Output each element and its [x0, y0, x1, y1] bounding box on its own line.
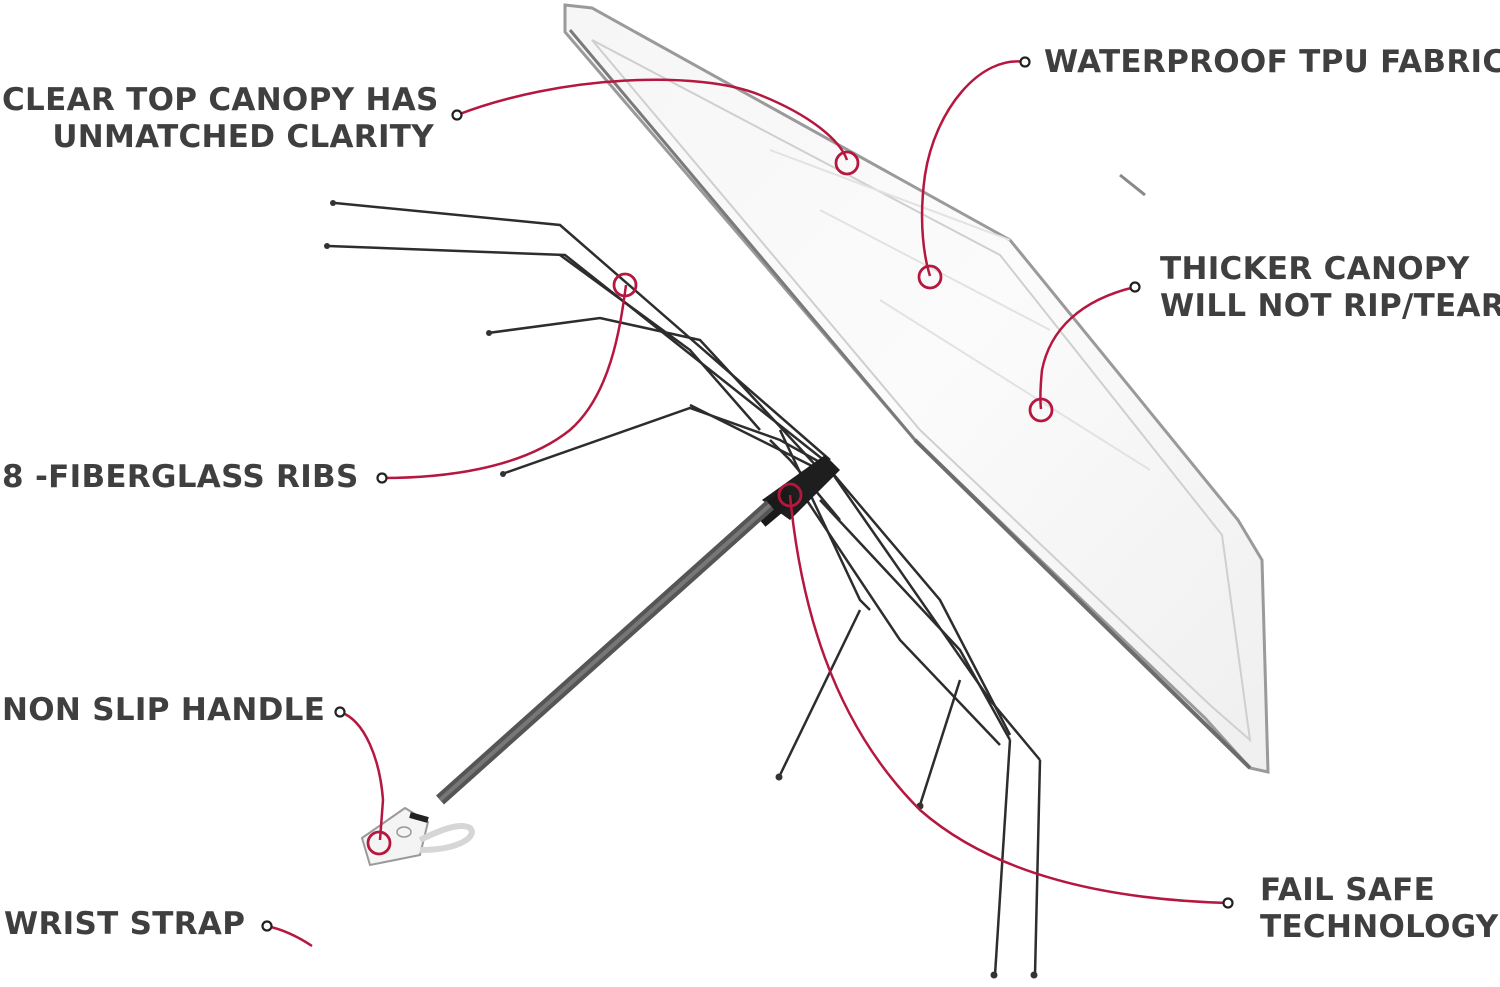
handle: [360, 806, 430, 867]
ribs: [327, 201, 1042, 976]
callout-wrist-strap: WRIST STRAP: [4, 906, 245, 943]
clear-canopy-line1: CLEAR TOP CANOPY HAS: [2, 82, 439, 118]
callout-clear-canopy: CLEAR TOP CANOPY HAS UNMATCHED CLARITY: [2, 82, 439, 156]
thicker-canopy-line2: WILL NOT RIP/TEAR: [1160, 288, 1500, 324]
clear-canopy-line2: UNMATCHED CLARITY: [52, 119, 434, 155]
wrist-strap-line1: WRIST STRAP: [4, 906, 246, 942]
callout-dot-icon: [261, 56, 1234, 932]
callout-waterproof: WATERPROOF TPU FABRIC: [1044, 44, 1500, 81]
ribs-line1: 8 -FIBERGLASS RIBS: [2, 459, 359, 495]
fail-safe-line2: TECHNOLOGY: [1260, 909, 1499, 945]
callout-ring-icon: [366, 150, 1054, 856]
fail-safe-line1: FAIL SAFE: [1260, 872, 1436, 908]
handle-line1: NON SLIP HANDLE: [2, 692, 326, 728]
callout-ribs: 8 -FIBERGLASS RIBS: [2, 459, 359, 496]
callout-lines: [266, 60, 1229, 948]
wrist-strap: [418, 822, 475, 853]
waterproof-line1: WATERPROOF TPU FABRIC: [1044, 44, 1500, 80]
callout-fail-safe: FAIL SAFE TECHNOLOGY: [1260, 872, 1499, 946]
callout-thicker-canopy: THICKER CANOPY WILL NOT RIP/TEAR: [1160, 251, 1500, 325]
thicker-canopy-line1: THICKER CANOPY: [1160, 251, 1470, 287]
callout-handle: NON SLIP HANDLE: [2, 692, 325, 729]
shaft: [436, 500, 774, 805]
rib-tips: [324, 200, 1038, 979]
canopy: [563, 3, 1270, 774]
